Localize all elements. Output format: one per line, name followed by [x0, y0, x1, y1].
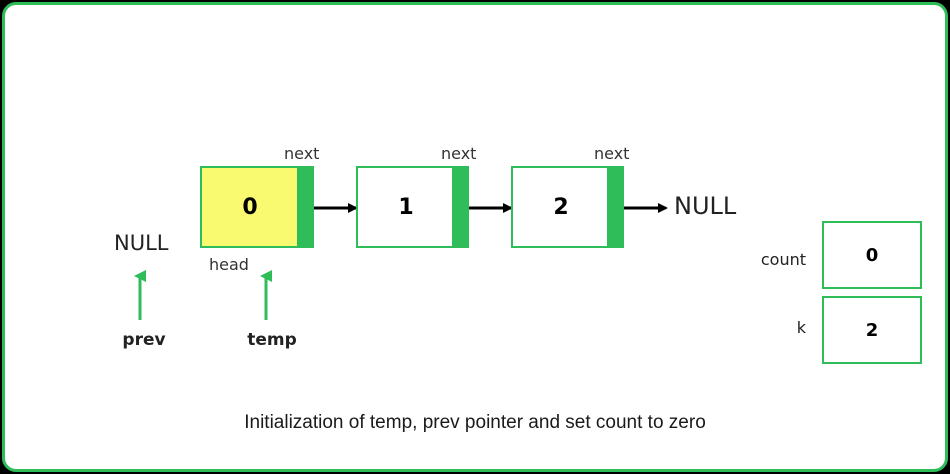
k-label: k — [796, 318, 806, 337]
node-1-next-pointer — [452, 168, 467, 246]
prev-pointer-label: prev — [122, 330, 166, 350]
node-1-next-label: next — [441, 144, 477, 163]
node-2-value: 2 — [553, 194, 569, 220]
k-value-box: 2 — [822, 296, 922, 364]
null-right: NULL — [674, 192, 737, 220]
head-label: head — [209, 255, 249, 274]
count-value-box: 0 — [822, 221, 922, 289]
diagram-caption: Initialization of temp, prev pointer and… — [244, 412, 706, 433]
node-1-value: 1 — [398, 194, 414, 220]
node-0-next-pointer — [297, 168, 312, 246]
list-node-2: 2 — [511, 166, 624, 248]
null-left: NULL — [114, 231, 169, 255]
list-node-1: 1 — [356, 166, 469, 248]
count-label: count — [760, 250, 806, 269]
node-2-next-label: next — [594, 144, 630, 163]
node-0-next-label: next — [284, 144, 320, 163]
node-0-value: 0 — [242, 194, 258, 220]
list-node-0: 0 — [200, 166, 314, 248]
node-2-next-pointer — [607, 168, 622, 246]
temp-pointer-label: temp — [247, 330, 297, 350]
